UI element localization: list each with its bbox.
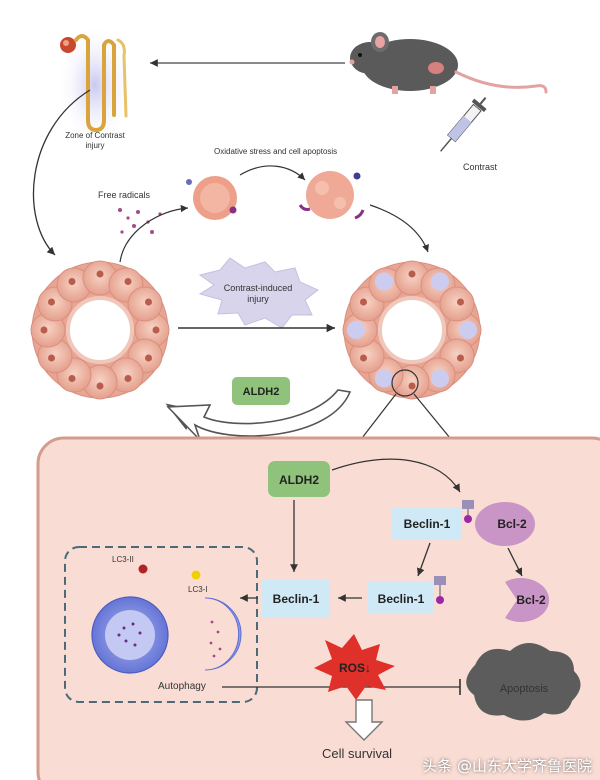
beclin-complex-label: Beclin-1 [404, 517, 451, 531]
cell-nucleus [144, 298, 152, 306]
oxidative-label: Oxidative stress and cell apoptosis [214, 147, 337, 156]
normal-tubule-cross-section [30, 260, 170, 400]
cell-survival-label: Cell survival [322, 746, 392, 761]
arrow-radicals-to-cell [119, 204, 189, 263]
phagophore [204, 597, 242, 671]
bcl2-bound-shape [475, 502, 535, 546]
zoom-line-left [361, 393, 397, 439]
autophagy-box [64, 546, 258, 703]
lc3-ii-dot [138, 564, 148, 574]
aldh2-inner-box [268, 461, 330, 497]
cell-nucleus [124, 278, 132, 286]
injury-label-1: Contrast-induced [224, 283, 293, 293]
apoptosis-label: Apoptosis [500, 683, 549, 695]
cell-nucleus [152, 326, 160, 334]
tubule-lumen [66, 296, 134, 364]
cell-nucleus [408, 270, 416, 278]
cell-nucleus [96, 382, 104, 390]
cell-nucleus [124, 374, 132, 382]
tubule-lumen [378, 296, 446, 364]
bcl2-free-shape [505, 578, 550, 622]
cell-nucleus [68, 278, 76, 286]
arrow-apoptotic-to-injured [369, 204, 429, 253]
cell-nucleus [456, 298, 464, 306]
vacuole [431, 369, 449, 388]
mouse-illustration [349, 32, 548, 94]
apoptosis-cloud [466, 643, 581, 721]
cell-nucleus [360, 354, 368, 362]
bcl2-bound-label: Bcl-2 [497, 517, 527, 531]
injured-tubule-cross-section [342, 260, 482, 400]
watermark-text: 头条 @山东大学齐鲁医院 [422, 757, 592, 775]
epithelial-cell [439, 286, 475, 322]
cell-nucleus [40, 326, 48, 334]
arrow-aldh2-to-complex [331, 458, 461, 493]
cell-nucleus [48, 354, 56, 362]
zone-label-1: Zone of Contrast [65, 131, 125, 140]
phagophore-cargo [209, 620, 222, 658]
arrow-complex-to-beclin [417, 542, 431, 577]
vacuole [375, 369, 393, 388]
survival-arrow [344, 699, 384, 741]
cell-nucleus [408, 382, 416, 390]
cell-nucleus [360, 298, 368, 306]
vacuole [347, 321, 365, 339]
beclin-bound-box [368, 582, 434, 614]
cell-nucleus [96, 270, 104, 278]
injury-burst-shape [198, 257, 319, 329]
aldh2-top-label: ALDH2 [243, 386, 280, 398]
zoom-line-right [413, 393, 451, 439]
free-radical-dots [118, 208, 162, 234]
apoptotic-cell [298, 171, 365, 220]
aldh2-top-box [232, 377, 290, 405]
cell-nucleus [144, 354, 152, 362]
autophagy-label: Autophagy [158, 681, 206, 692]
bcl2-free-label: Bcl-2 [516, 593, 546, 607]
vacuole [375, 272, 393, 291]
epithelial-cell [127, 286, 163, 322]
ros-label: ROS↓ [339, 661, 371, 675]
lc3-i-label: LC3-I [188, 585, 208, 594]
arrow-kidney-to-tubule [32, 89, 91, 256]
arrow-complex-to-bcl2 [507, 547, 523, 577]
cell-nucleus [456, 354, 464, 362]
beclin-complex-box [392, 507, 462, 539]
lc3-i-dot [191, 570, 201, 580]
stressed-cell [186, 176, 237, 220]
kidney-tubule [57, 23, 133, 147]
lc3-ii-label: LC3-II [112, 555, 134, 564]
autophagosome [91, 596, 169, 674]
ros-burst [314, 634, 395, 700]
syringe-icon [440, 97, 487, 152]
beclin-free-label: Beclin-1 [273, 592, 320, 606]
cell-nucleus [68, 374, 76, 382]
aldh2-protection-arrow [166, 389, 352, 441]
vacuole [459, 321, 477, 339]
arrow-cell-to-apoptotic [239, 165, 306, 181]
free-radicals-label: Free radicals [98, 190, 151, 200]
aldh2-inner-label: ALDH2 [279, 473, 319, 487]
cell-nucleus [48, 298, 56, 306]
zone-label-2: injury [85, 141, 104, 150]
contrast-label: Contrast [463, 162, 498, 172]
beclin-free-box [262, 580, 330, 618]
injury-label-2: injury [247, 294, 269, 304]
vacuole [431, 272, 449, 291]
beclin-bound-label: Beclin-1 [378, 592, 425, 606]
zoom-circle [391, 369, 419, 397]
